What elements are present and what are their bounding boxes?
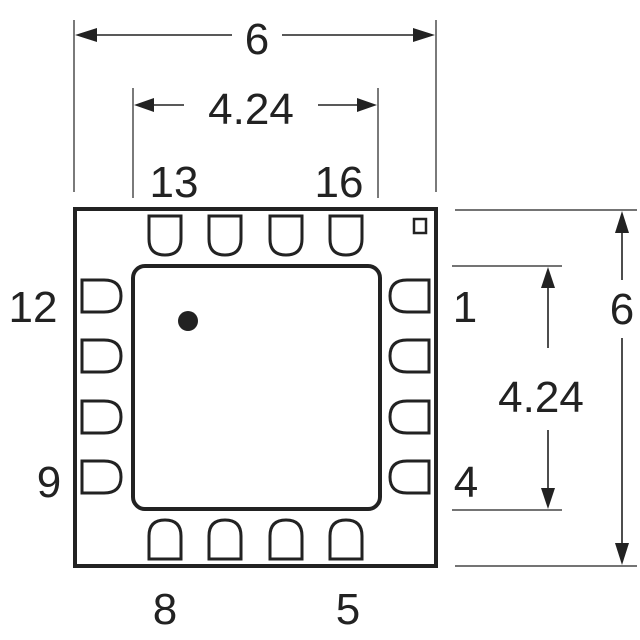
left-pad-row bbox=[80, 278, 123, 495]
pad-15 bbox=[268, 214, 304, 257]
pad-2 bbox=[388, 338, 431, 374]
pin-label-5: 5 bbox=[336, 585, 360, 634]
top-width-arrow-left bbox=[75, 28, 97, 42]
pin-label-1: 1 bbox=[453, 283, 477, 332]
exposed-pad-height-label: 4.24 bbox=[498, 373, 584, 422]
pad-1 bbox=[388, 278, 431, 314]
pad-13 bbox=[147, 214, 183, 257]
pin-label-16: 16 bbox=[315, 158, 364, 207]
overall-height-label: 6 bbox=[610, 285, 634, 334]
pin-label-8: 8 bbox=[153, 585, 177, 634]
pad-9 bbox=[80, 459, 123, 495]
pin-label-12: 12 bbox=[9, 283, 58, 332]
pad-6 bbox=[268, 518, 304, 561]
pad-8 bbox=[147, 518, 183, 561]
height-arrow-bottom bbox=[615, 543, 629, 565]
top-width-dimension: 6 bbox=[73, 15, 437, 192]
right-pad-height-dimension: 4.24 bbox=[452, 265, 584, 511]
pad-height-arrow-bottom bbox=[541, 488, 555, 509]
height-arrow-top bbox=[615, 211, 629, 233]
overall-width-label: 6 bbox=[245, 15, 269, 64]
top-pad-row bbox=[147, 214, 364, 257]
right-pad-row bbox=[388, 278, 431, 495]
pad-height-arrow-top bbox=[541, 267, 555, 288]
pad-16 bbox=[328, 214, 364, 257]
pad-7 bbox=[207, 518, 243, 561]
pad-10 bbox=[80, 399, 123, 435]
top-width-arrow-right bbox=[413, 28, 435, 42]
top-pad-width-dimension: 4.24 bbox=[132, 85, 379, 198]
pad-width-arrow-right bbox=[357, 98, 377, 112]
pad-4 bbox=[388, 459, 431, 495]
pin-label-4: 4 bbox=[454, 458, 478, 507]
pin-label-9: 9 bbox=[37, 458, 61, 507]
corner-marker bbox=[412, 217, 428, 235]
exposed-center-pad bbox=[131, 264, 382, 511]
pad-11 bbox=[80, 338, 123, 374]
pin-label-13: 13 bbox=[150, 158, 199, 207]
pad-5 bbox=[328, 518, 364, 561]
pad-12 bbox=[80, 278, 123, 314]
pad-14 bbox=[207, 214, 243, 257]
pad-width-arrow-left bbox=[134, 98, 154, 112]
bottom-pad-row bbox=[147, 518, 364, 561]
right-height-dimension: 6 bbox=[455, 209, 637, 567]
pad-3 bbox=[388, 399, 431, 435]
pin1-indicator-dot bbox=[178, 311, 198, 331]
exposed-pad-width-label: 4.24 bbox=[208, 85, 294, 134]
